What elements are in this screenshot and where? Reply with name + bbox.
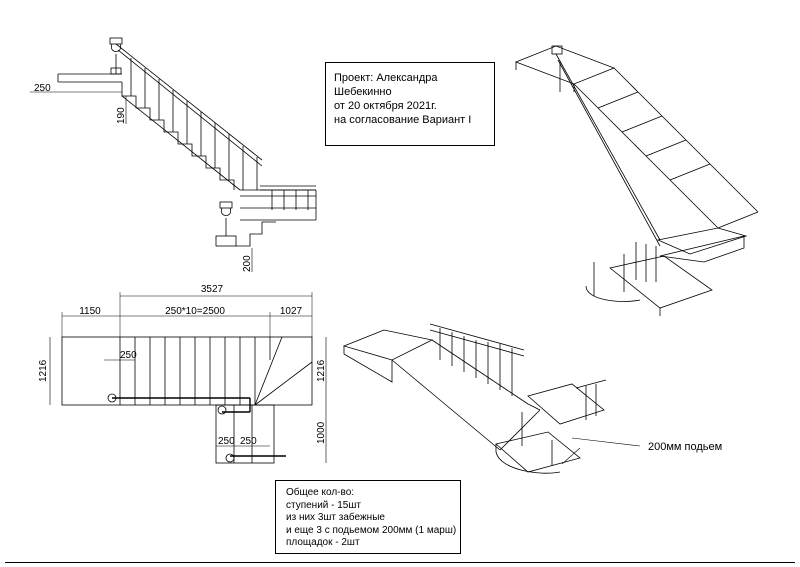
plan-dim-left: 1150 xyxy=(79,306,101,317)
plan-dim-middle: 250*10=2500 xyxy=(165,306,225,317)
side-balusters xyxy=(130,58,258,190)
project-note-line: на согласование Вариант I xyxy=(334,114,472,126)
plan-dim-total: 3527 xyxy=(201,284,224,295)
iso-view-bottom xyxy=(342,323,641,474)
summary-note-line: ступений - 15шт xyxy=(286,499,361,511)
frame-bottom-line xyxy=(5,562,795,563)
project-note-line: Проект: Александра xyxy=(334,72,438,84)
side-elevation xyxy=(30,37,317,272)
plan-dim-right: 1027 xyxy=(280,306,303,317)
summary-note-line: из них 3шт забежные xyxy=(286,512,385,523)
summary-note-line: и еще 3 с подьемом 200мм (1 марш) xyxy=(286,524,457,536)
project-note-line: от 20 октября 2021г. xyxy=(334,100,437,112)
iso-callout-raise: 200мм подьем xyxy=(648,441,722,453)
project-note-line: Шебекинно xyxy=(334,86,392,98)
plan-dim-step-b: 250 xyxy=(240,436,257,447)
plan-dim-height-left: 1216 xyxy=(38,359,49,382)
side-dim-raise: 200 xyxy=(242,255,253,272)
side-dim-rise: 190 xyxy=(116,107,127,124)
project-note-box: Проект: Александра Шебекинно от 20 октяб… xyxy=(325,62,495,146)
summary-note-box: Общее кол-во: ступений - 15шт из них 3шт… xyxy=(275,480,461,554)
summary-note-line: площадок - 2шт xyxy=(286,537,360,548)
plan-dim-step-top: 250 xyxy=(120,350,137,361)
side-dim-tread: 250 xyxy=(34,83,51,94)
iso-view-top xyxy=(514,45,759,316)
plan-dim-bottom-ext: 1000 xyxy=(316,421,327,444)
plan-view xyxy=(49,292,327,464)
summary-note-line: Общее кол-во: xyxy=(286,487,355,498)
plan-dim-height-right: 1216 xyxy=(316,359,327,382)
plan-dim-step-a: 250 xyxy=(218,436,235,447)
